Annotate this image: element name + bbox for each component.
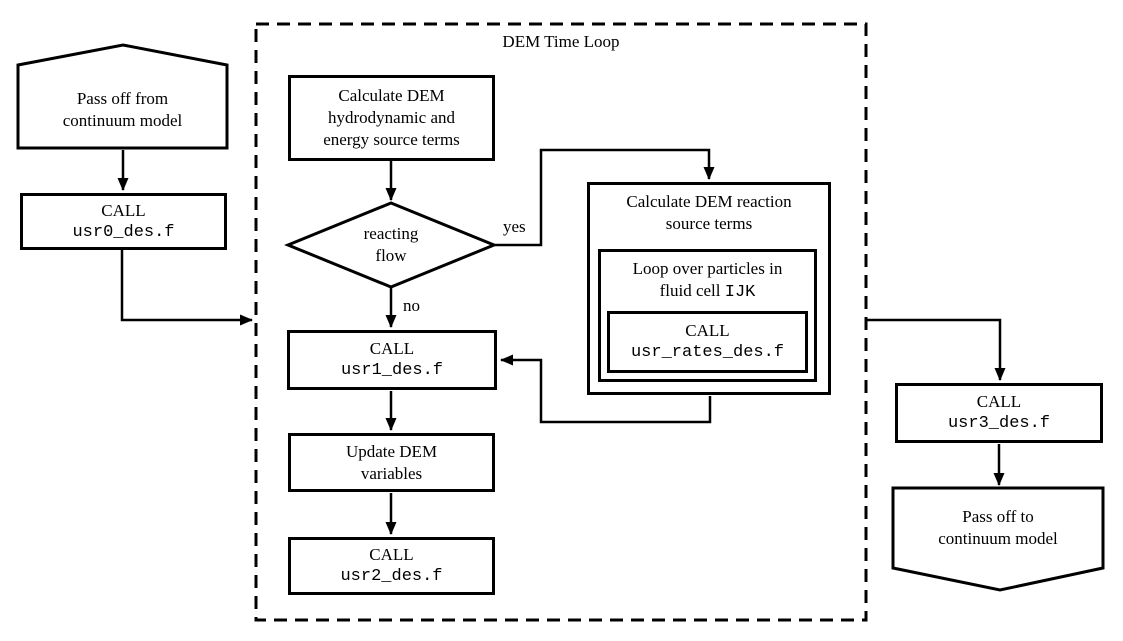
- usr0-call-keyword: CALL: [101, 200, 146, 220]
- calc-hydro-line2: hydrodynamic and: [328, 108, 455, 127]
- passoff-from-line2: continuum model: [62, 111, 183, 130]
- pass-off-from-continuum-shape: [16, 43, 229, 150]
- usr-rates-call-box: CALL usr_rates_des.f: [607, 311, 808, 373]
- arrow-loop-exit-to-usr3: [867, 318, 1006, 381]
- usr0-filename: usr0_des.f: [72, 222, 175, 242]
- pass-off-to-continuum-label: Pass off to continuum model: [893, 488, 1103, 568]
- loop-particles-line2-text: fluid cell: [659, 281, 725, 300]
- usr1-call-keyword: CALL: [369, 339, 415, 358]
- usr2-filename: usr2_des.f: [340, 567, 443, 586]
- usr-rates-filename: usr_rates_des.f: [630, 343, 785, 362]
- pass-off-from-continuum-label: Pass off from continuum model: [18, 62, 227, 148]
- pass-off-to-continuum-shape: [891, 486, 1105, 592]
- loop-particles-line2: fluid cell IJK: [660, 280, 756, 304]
- usr1-filename: usr1_des.f: [340, 361, 444, 380]
- usr1-call-box: CALL usr1_des.f: [287, 330, 497, 390]
- passoff-from-line1: Pass off from: [76, 89, 169, 108]
- loop-particles-cell-code: IJK: [724, 283, 756, 302]
- arrow-decision-yes-to-reaction: [494, 148, 715, 247]
- usr2-call-keyword: CALL: [369, 545, 414, 564]
- usr2-call-box: CALL usr2_des.f: [288, 537, 495, 595]
- usr3-filename: usr3_des.f: [947, 414, 1051, 433]
- usr3-call-keyword: CALL: [976, 392, 1022, 411]
- decision-no-label: no: [403, 296, 420, 315]
- usr0-call-box: CALL usr0_des.f: [20, 193, 227, 250]
- calc-hydro-line3: energy source terms: [323, 130, 460, 149]
- loop-particles-line1: Loop over particles in: [632, 259, 783, 278]
- passoff-to-line1: Pass off to: [962, 507, 1034, 526]
- calc-hydro-line1: Calculate DEM: [338, 86, 445, 105]
- arrow-reaction-to-usr1: [500, 354, 712, 424]
- dem-time-loop-boundary: [254, 22, 868, 622]
- reacting-flow-line2: flow: [375, 246, 407, 265]
- dem-time-loop-title: DEM Time Loop: [502, 32, 620, 51]
- update-dem-line2: variables: [360, 463, 423, 483]
- calc-reaction-line1: Calculate DEM reaction: [626, 192, 792, 211]
- reacting-flow-line1: reacting: [363, 224, 419, 243]
- update-dem-box: Update DEM variables: [288, 433, 495, 492]
- arrow-usr0-into-loop: [120, 250, 253, 326]
- decision-yes-label: yes: [503, 217, 526, 236]
- reacting-flow-decision-label: reacting flow: [288, 203, 494, 287]
- update-dem-line1: Update DEM: [345, 441, 438, 461]
- calc-reaction-line2: source terms: [665, 214, 753, 233]
- usr-rates-call-keyword: CALL: [685, 321, 730, 340]
- calc-hydro-box: Calculate DEM hydrodynamic and energy so…: [288, 75, 495, 161]
- usr3-call-box: CALL usr3_des.f: [895, 383, 1103, 443]
- passoff-to-line2: continuum model: [938, 529, 1058, 548]
